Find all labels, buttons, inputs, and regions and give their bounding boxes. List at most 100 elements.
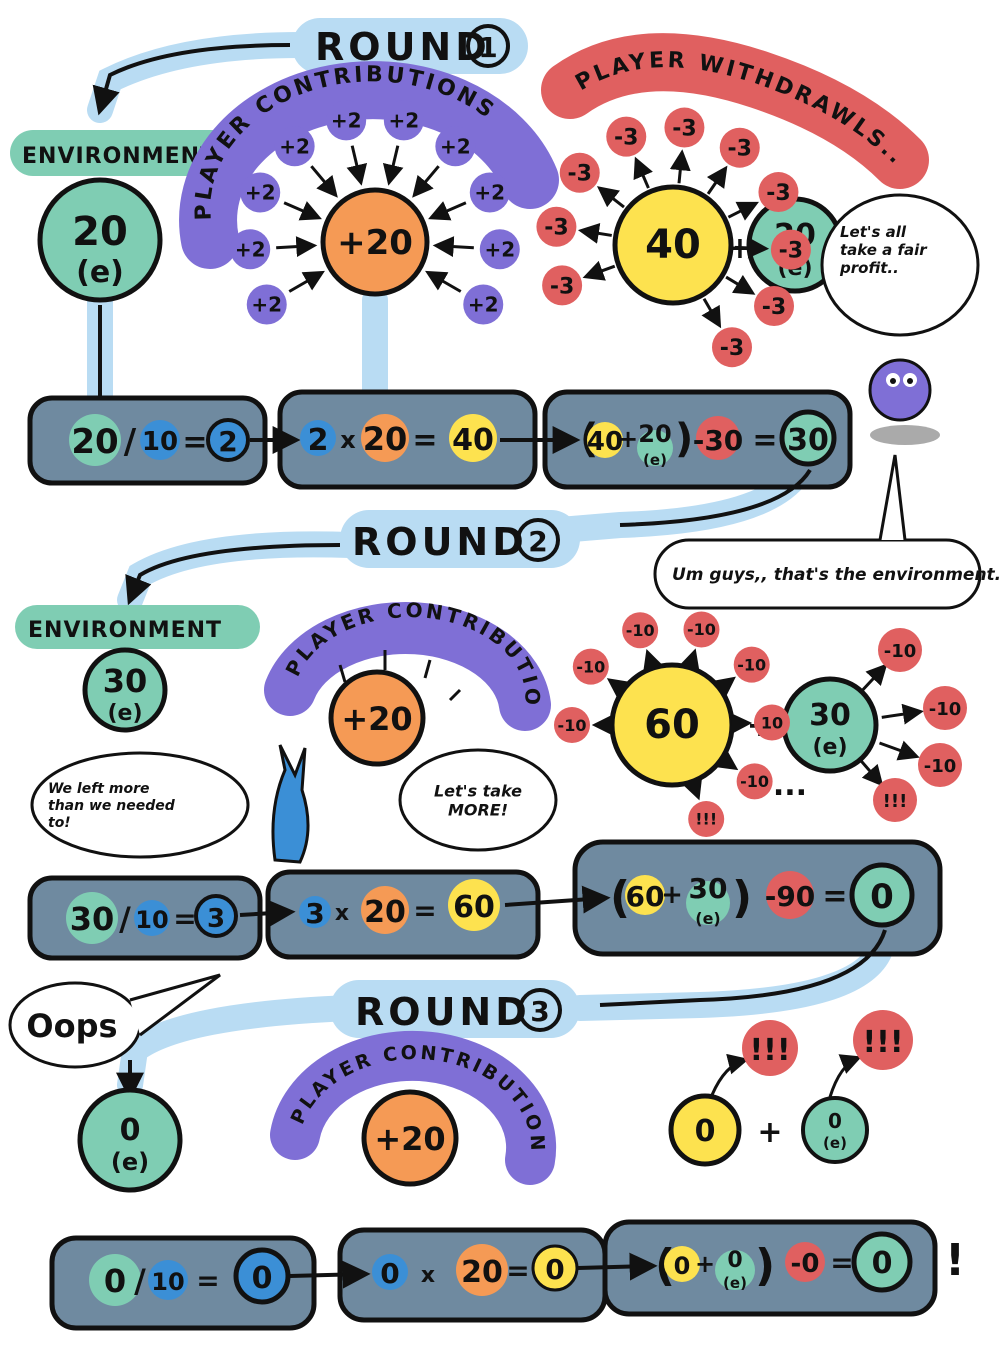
round3-eq3-rp: )	[755, 1240, 775, 1291]
round2-eq3-eq: =	[822, 879, 847, 914]
round3-env-pool-value: 0	[828, 1109, 842, 1133]
round2-withdrawal-left-arrow	[643, 648, 664, 673]
round1-contribution-bubble	[479, 229, 520, 270]
round1-contribution-label: +2	[484, 237, 515, 261]
round2-env-pool-unit: (e)	[812, 735, 847, 760]
round3-eq1-div: /	[134, 1262, 146, 1300]
round1-contribution-bubble	[383, 100, 424, 141]
round3: ROUND 3 Oops 0 (e) PLAYER CONTRIBUTION +…	[8, 929, 965, 1331]
round2-withdrawal-left-label: -10	[737, 655, 766, 674]
round1-eq3-eq: =	[752, 423, 777, 458]
round1-withdrawal-bubble	[559, 152, 600, 193]
round1-eq1-b: 10	[142, 427, 178, 457]
round2-environment: ENVIRONMENT 30 (e)	[15, 605, 260, 733]
round1-contribution-label: +2	[474, 181, 505, 205]
round1-eq3-a: 40	[587, 427, 623, 457]
round2-withdrawal-right-label: -10	[929, 699, 962, 720]
round2-eq3-rp: )	[732, 872, 752, 923]
round2-withdrawal-left-arrow	[679, 648, 700, 672]
round3-number: 3	[530, 995, 549, 1028]
round2-withdrawal-left-arrow	[714, 749, 739, 771]
round1-contribution-label: +2	[440, 134, 471, 158]
round2-speech-um: Um guys,, that's the environment..	[653, 454, 1000, 610]
round1-withdrawal-label: -3	[550, 274, 574, 299]
round2-withdrawal-right-label: -10	[884, 641, 917, 662]
round1-withdrawal-bubble	[758, 172, 799, 213]
round2-withdrawal-left-bubble	[736, 763, 773, 800]
round1-contribution-arrow	[346, 145, 368, 186]
round2-withdrawal-left-bubble	[622, 612, 659, 649]
round3-eq2-r: 0	[545, 1253, 564, 1286]
round1-eq3-plus: +	[618, 425, 638, 453]
round1-eq2-op: x	[340, 426, 356, 454]
round1-eq2-eq: =	[412, 423, 437, 458]
round2-withdrawal-right-arrow	[878, 740, 920, 761]
round2-withdrawal-right-bubble	[873, 778, 917, 822]
round1-withdrawal-label: -3	[544, 216, 568, 241]
round2-eq2-op: x	[335, 901, 349, 926]
round3-eq1-a: 0	[104, 1262, 126, 1300]
round2-env-unit: (e)	[107, 701, 142, 726]
round1-title: ROUND 1	[292, 18, 528, 74]
round1-withdrawal-label: -3	[779, 238, 803, 263]
round2-eq3-sub: -90	[765, 880, 816, 913]
round1-withdrawal-label: -3	[720, 336, 744, 361]
round3-eq1-b: 10	[151, 1268, 184, 1296]
round1-contribution-bubble	[469, 172, 510, 213]
round3-eq3-sub: -0	[791, 1249, 820, 1279]
round1-contribution-bubble	[246, 284, 287, 325]
round1-withdrawal-arrow	[582, 260, 616, 281]
round3-eq3-unit: (e)	[723, 1274, 747, 1292]
round2-withdrawal-left-bubble	[733, 646, 770, 683]
round3-alarm: 0 + 0 (e) !!! !!!	[668, 1010, 913, 1167]
round1-withdrawal-label: -3	[728, 137, 752, 162]
round1-eq2-b: 20	[363, 420, 408, 458]
round2-withdrawal-right-arrow	[881, 703, 924, 725]
round2-eq1-eq: =	[173, 902, 196, 935]
round2-eq1-b: 10	[135, 906, 168, 934]
round1-environment: ENVIRONMENT 20 (e)	[10, 130, 240, 426]
round1-withdrawal-bubble	[712, 327, 752, 368]
round1-withdrawal-label: -3	[766, 181, 790, 206]
round2-eq2-b: 20	[364, 895, 406, 930]
round1-eq2-a: 2	[308, 423, 329, 458]
round1-withdrawal-label: -3	[762, 295, 786, 320]
round2-withdrawal-left-label: !!!	[695, 810, 717, 829]
round1-contribution-bubble	[230, 229, 271, 270]
round3-eq2-a: 0	[380, 1257, 399, 1290]
round1-withdrawal-bubble	[542, 265, 583, 306]
round2-withdrawal-right-bubble	[918, 743, 962, 787]
round2-dots: ...	[773, 768, 807, 803]
round1-withdrawal-bubble	[606, 116, 647, 157]
round2-withdrawal-right-arrow	[858, 757, 884, 787]
round1-withdrawal-arrow	[596, 186, 625, 209]
round2-chain: 30 / 10 = 3 3 x 20 = 60 ( 60 + 30 (e) )	[27, 839, 943, 961]
round1-contribution-arrow	[428, 201, 467, 221]
round1-contribution-bubble	[463, 284, 504, 325]
round3-title: ROUND 3	[330, 980, 580, 1038]
round1-eq2-r: 40	[452, 423, 494, 458]
round3-env-unit: (e)	[111, 1148, 149, 1176]
round1-eq3-rp: )	[675, 416, 693, 462]
round3-eq3-bang: !	[945, 1235, 965, 1286]
round2-withdrawal-left-label: -10	[740, 772, 769, 791]
round1-contribution-arrow	[276, 236, 318, 258]
round3-alarm-left: !!!	[749, 1033, 790, 1068]
round3-pot: +20	[374, 1120, 445, 1158]
round2-eq1-a: 30	[70, 900, 115, 938]
round3-eq3-eq: =	[830, 1246, 853, 1279]
round1-contribution-label: +2	[279, 134, 310, 158]
round3-eq2-b: 20	[461, 1255, 503, 1290]
round2-environment-label: ENVIRONMENT	[28, 618, 222, 643]
round1-withdrawal-bubble	[770, 229, 811, 270]
round3-eq3-b: 0	[727, 1248, 742, 1273]
round3-env-pool-unit: (e)	[823, 1134, 847, 1152]
round3-alarm-right: !!!	[862, 1025, 903, 1060]
round2-withdrawal-left-label: -10	[687, 620, 716, 639]
round2-env-pool-value: 30	[809, 698, 851, 733]
